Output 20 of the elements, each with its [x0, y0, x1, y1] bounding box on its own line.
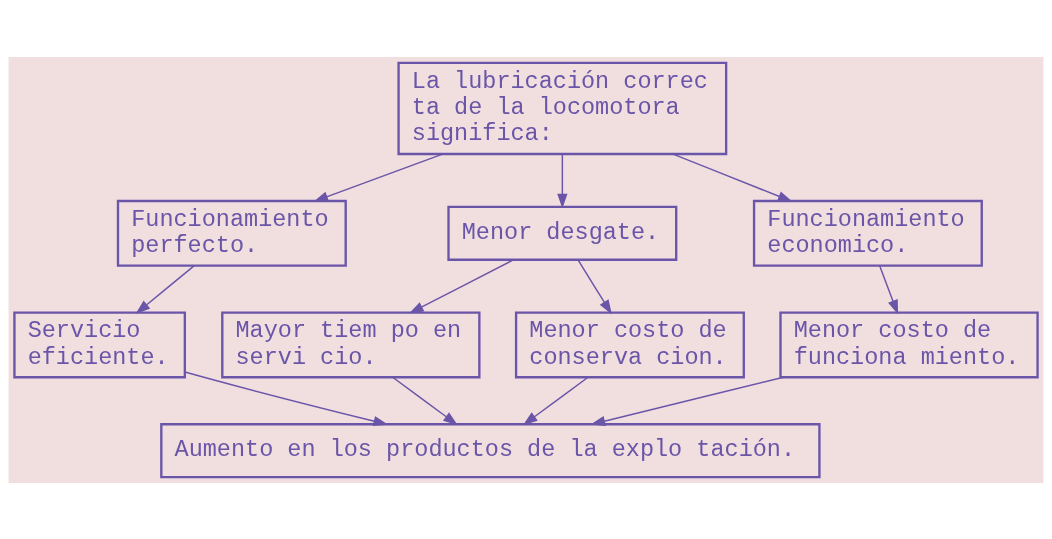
node-box: Funcionamiento perfecto.	[116, 199, 347, 267]
arrow	[408, 258, 515, 314]
arrow	[391, 376, 458, 425]
arrow	[577, 258, 612, 314]
node-box: Menor costo de funciona miento.	[779, 310, 1039, 378]
arrow	[313, 152, 444, 202]
arrow	[672, 152, 793, 202]
arrow	[135, 264, 196, 314]
arrow	[522, 376, 589, 425]
node-box: Mayor tiem po en servi cio.	[221, 310, 481, 378]
node-box: Menor desgate.	[447, 205, 678, 261]
arrow	[878, 264, 899, 315]
arrow	[557, 153, 568, 208]
arrow	[590, 376, 785, 426]
node-box: La lubricación correc ta de la locomotora significa:	[397, 61, 728, 155]
node-box: Menor costo de conserva cion.	[514, 310, 745, 378]
node-box: Servicio eficiente.	[13, 310, 186, 378]
node-box: Aumento en los productos de la explo tación.	[160, 422, 821, 478]
arrow	[184, 370, 389, 426]
node-box: Funcionamiento economico.	[752, 199, 983, 267]
